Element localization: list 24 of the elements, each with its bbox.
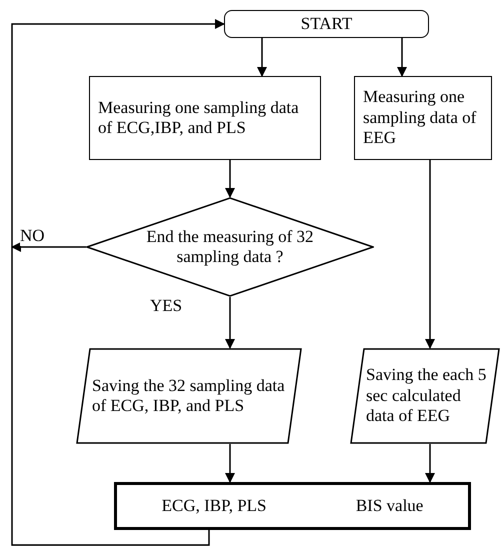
start-terminal xyxy=(224,10,429,38)
node-text: End the measuring of 32 sampling data ? xyxy=(145,226,315,268)
arrow xyxy=(425,160,435,349)
process-box xyxy=(354,76,492,160)
node-text: Saving the 32 sampling data of ECG, IBP, and PLS xyxy=(92,376,286,416)
node-text: BIS value xyxy=(356,496,424,516)
node-text: Saving the each 5 sec calculated data of EEG xyxy=(366,365,488,427)
arrow xyxy=(425,444,435,483)
data-parallelogram xyxy=(350,348,500,444)
data-parallelogram xyxy=(76,348,302,444)
arrow xyxy=(11,242,86,252)
arrow xyxy=(225,297,235,349)
arrow xyxy=(225,444,235,483)
process-box xyxy=(89,76,321,160)
arrow xyxy=(225,160,235,198)
node-text: START xyxy=(300,14,352,34)
node-text: ECG, IBP, PLS xyxy=(162,496,267,516)
arrow xyxy=(11,19,225,546)
decision-diamond xyxy=(86,197,374,297)
arrow xyxy=(257,38,267,77)
node-text: Measuring one sampling data of EEG xyxy=(363,87,478,149)
arrow xyxy=(397,38,407,77)
node-text: Measuring one sampling data of ECG,IBP, and PLS xyxy=(98,98,300,138)
output-box xyxy=(114,482,471,530)
